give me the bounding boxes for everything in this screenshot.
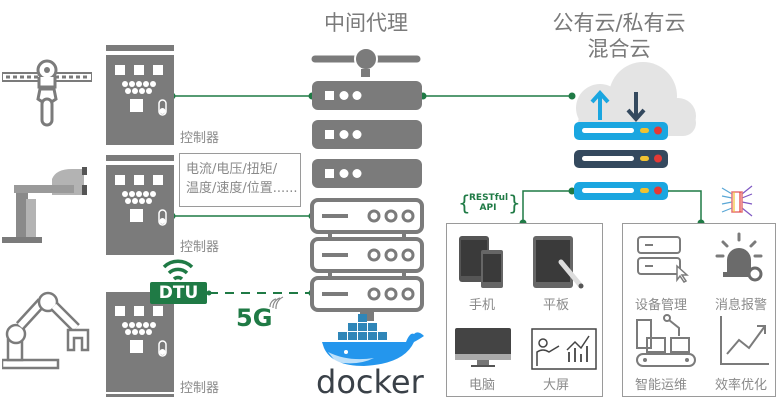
client-label: 手机 xyxy=(469,298,496,313)
big-screen-icon xyxy=(531,328,597,370)
controller-cabinet-icon xyxy=(106,155,174,255)
proxy-server-stack-icon xyxy=(311,48,422,188)
smart-maintenance-icon xyxy=(636,314,696,367)
wifi-icon xyxy=(162,259,194,281)
efficiency-icon xyxy=(720,316,769,365)
services-panel: 设备管理 消息报警 智能运维 效率优化 xyxy=(622,223,776,397)
controller-cabinet-icon xyxy=(106,292,174,397)
scara-robot-icon xyxy=(2,167,87,243)
service-label: 设备管理 xyxy=(635,298,688,313)
controller-label: 控制器 xyxy=(180,240,220,255)
note-line-2: 温度/速度/位置...... xyxy=(186,181,298,196)
client-label: 大屏 xyxy=(543,378,570,393)
brace-open: { xyxy=(458,191,471,215)
5g-label: 5G xyxy=(236,304,273,332)
network-cable-icon xyxy=(721,185,753,217)
controller-cabinet-icon xyxy=(106,45,174,145)
controller-label: 控制器 xyxy=(180,131,220,146)
api-line-2: API xyxy=(479,203,497,213)
link-cloud-services xyxy=(665,190,702,223)
cloud-title-line-2: 混合云 xyxy=(587,37,651,61)
phone-icon xyxy=(459,236,503,288)
client-label: 电脑 xyxy=(469,378,496,393)
client-label: 平板 xyxy=(543,298,570,313)
data-parameters-note: 电流/电压/扭矩/ 温度/速度/位置...... xyxy=(179,153,301,207)
signal-waves-icon xyxy=(269,296,284,309)
controller-label: 控制器 xyxy=(180,381,220,396)
service-label: 消息报警 xyxy=(715,298,768,313)
articulated-robot-icon xyxy=(2,291,90,370)
computer-icon xyxy=(455,328,511,367)
cloud-title-line-1: 公有云/私有云 xyxy=(552,11,686,35)
gantry-robot-icon xyxy=(2,59,92,127)
docker-server-stack-icon xyxy=(310,198,424,321)
service-label: 智能运维 xyxy=(635,378,688,393)
dtu-module: DTU xyxy=(150,282,207,304)
link-cloud-clients xyxy=(522,190,572,223)
cloud-server-icon xyxy=(574,62,696,200)
alarm-icon xyxy=(715,232,763,282)
docker-label: docker xyxy=(316,363,424,401)
api-line-1: RESTful xyxy=(469,193,509,203)
device-management-icon xyxy=(637,236,689,283)
clients-panel: 手机 平板 电脑 大屏 xyxy=(446,223,603,397)
brace-close: } xyxy=(508,191,521,215)
service-label: 效率优化 xyxy=(715,378,768,393)
proxy-title: 中间代理 xyxy=(324,11,408,35)
restful-api-label: { RESTful API } xyxy=(458,191,521,215)
docker-whale-icon xyxy=(322,314,424,366)
note-line-1: 电流/电压/扭矩/ xyxy=(186,162,278,177)
tablet-icon xyxy=(533,236,584,289)
